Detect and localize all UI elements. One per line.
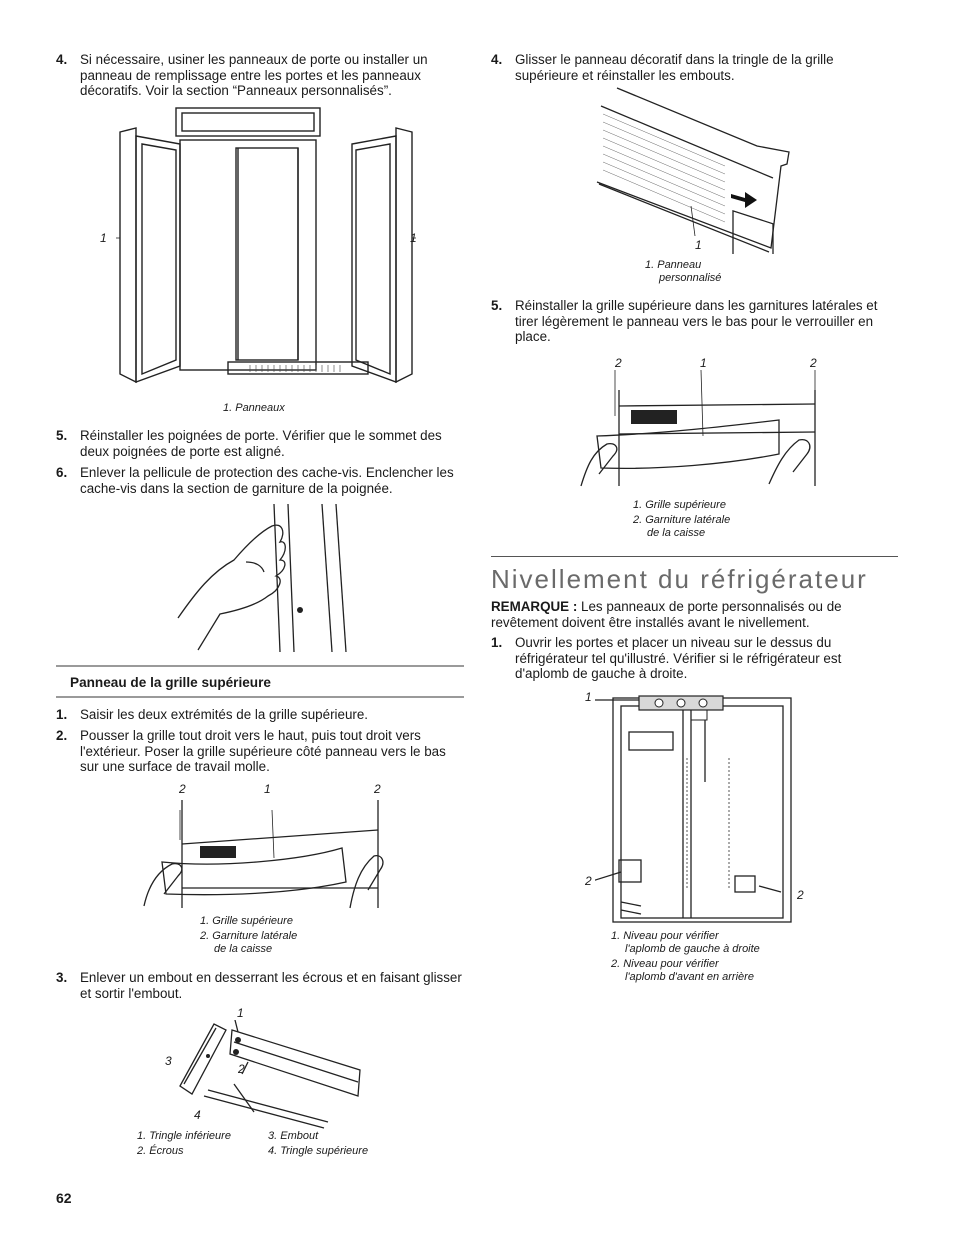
step-text: Si nécessaire, usiner les panneaux de po… (80, 52, 428, 99)
caption-2: 2. Niveau pour vérifier (611, 958, 719, 970)
step-text: Pousser la grille tout droit vers le hau… (80, 728, 446, 775)
step-5-left: 5. Réinstaller les poignées de porte. Vé… (56, 428, 464, 459)
step-text: Enlever la pellicule de protection des c… (80, 465, 454, 496)
step-6-left: 6. Enlever la pellicule de protection de… (56, 465, 464, 496)
caption-2-cont: l'aplomb d'avant en arrière (625, 971, 754, 983)
figure-decorative-panel (595, 86, 795, 254)
figure-end-cap (174, 1020, 364, 1130)
substep-3-left: 3. Enlever un embout en desserrant les é… (56, 970, 464, 1001)
end-cap-illustration (179, 1020, 361, 1129)
caption-1: 1. Niveau pour vérifier (611, 930, 719, 942)
caption-2-cont: de la caisse (214, 943, 273, 955)
callout-1: 1 (585, 690, 592, 704)
caption-2: 2. Garniture latérale (200, 930, 298, 942)
step-number: 3. (56, 970, 68, 985)
callout-2a: 2 (585, 874, 592, 888)
step-text: Glisser le panneau décoratif dans la tri… (515, 52, 834, 83)
substep-1-right: 1. Ouvrir les portes et placer un niveau… (491, 635, 898, 682)
caption-2: 2. Garniture latérale (633, 514, 731, 526)
caption-1: 1. Tringle inférieure (137, 1130, 231, 1142)
callout-2b: 2 (797, 888, 804, 902)
callout-2a: 2 (615, 356, 622, 370)
callout-1-left: 1 (100, 231, 107, 245)
step-text: Ouvrir les portes et placer un niveau su… (515, 635, 842, 682)
callout-2: 2 (238, 1062, 245, 1076)
caption-3: 3. Embout (268, 1130, 319, 1142)
section-title: Nivellement du réfrigérateur (491, 564, 868, 594)
decorative-panel-illustration (596, 87, 790, 254)
caption-2-cont: de la caisse (647, 527, 706, 539)
step-number: 6. (56, 465, 68, 480)
step-number: 1. (56, 707, 68, 722)
caption-1: 1. Grille supérieure (633, 499, 726, 511)
step-number: 1. (491, 635, 503, 650)
grille-removal-illustration (143, 800, 384, 909)
caption-1-cont: l'aplomb de gauche à droite (625, 943, 760, 955)
refrigerator-panels-illustration (116, 107, 416, 384)
step-text: Saisir les deux extrémités de la grille … (80, 707, 369, 722)
step-5-right: 5. Réinstaller la grille supérieure dans… (491, 298, 898, 345)
page-number: 62 (56, 1190, 72, 1206)
callout-4: 4 (194, 1108, 201, 1122)
figure-grille-removal (142, 796, 386, 914)
callout-2a: 2 (179, 782, 186, 796)
callout-1-right: 1 (410, 231, 417, 245)
callout-3: 3 (165, 1054, 172, 1068)
step-text: Réinstaller les poignées de porte. Vérif… (80, 428, 442, 459)
section-heading: Panneau de la grille supérieure (70, 675, 271, 690)
substep-2-left: 2. Pousser la grille tout droit vers le … (56, 728, 464, 775)
step-number: 5. (56, 428, 68, 443)
callout-1: 1 (264, 782, 271, 796)
step-number: 5. (491, 298, 503, 313)
caption-4: 4. Tringle supérieure (268, 1145, 369, 1157)
step-text: Réinstaller la grille supérieure dans le… (515, 298, 878, 345)
step-number: 2. (56, 728, 68, 743)
caption-1: 1. Grille supérieure (200, 915, 293, 927)
figure-panels (116, 104, 416, 400)
note-label: REMARQUE : (491, 599, 578, 614)
section-rule (491, 556, 898, 557)
hand-on-handle-illustration (177, 503, 347, 652)
step-number: 4. (491, 52, 503, 67)
grille-reinstall-illustration (580, 370, 816, 487)
section-rule-bottom (56, 696, 464, 698)
step-4-left: 4. Si nécessaire, usiner les panneaux de… (56, 52, 464, 99)
caption-2: 2. Écrous (137, 1145, 184, 1157)
figure-caption: 1. Panneaux (223, 402, 285, 414)
caption-1-cont: personnalisé (659, 272, 722, 284)
levelling-illustration (595, 695, 792, 923)
callout-2b: 2 (374, 782, 381, 796)
note-text: Les panneaux de porte personnalisés ou d… (491, 599, 842, 630)
section-rule-top (56, 665, 464, 667)
callout-2b: 2 (810, 356, 817, 370)
callout-1: 1 (695, 238, 702, 252)
caption-1: 1. Panneau (645, 259, 702, 271)
figure-grille-reinstall (579, 370, 823, 488)
figure-handle (176, 502, 356, 652)
step-4-right: 4. Glisser le panneau décoratif dans la … (491, 52, 898, 83)
callout-1: 1 (237, 1006, 244, 1020)
substep-1-left: 1. Saisir les deux extrémités de la gril… (56, 707, 464, 723)
callout-1: 1 (700, 356, 707, 370)
note: REMARQUE : Les panneaux de porte personn… (491, 599, 898, 630)
step-number: 4. (56, 52, 68, 67)
figure-levelling (595, 692, 795, 924)
step-text: Enlever un embout en desserrant les écro… (80, 970, 462, 1001)
